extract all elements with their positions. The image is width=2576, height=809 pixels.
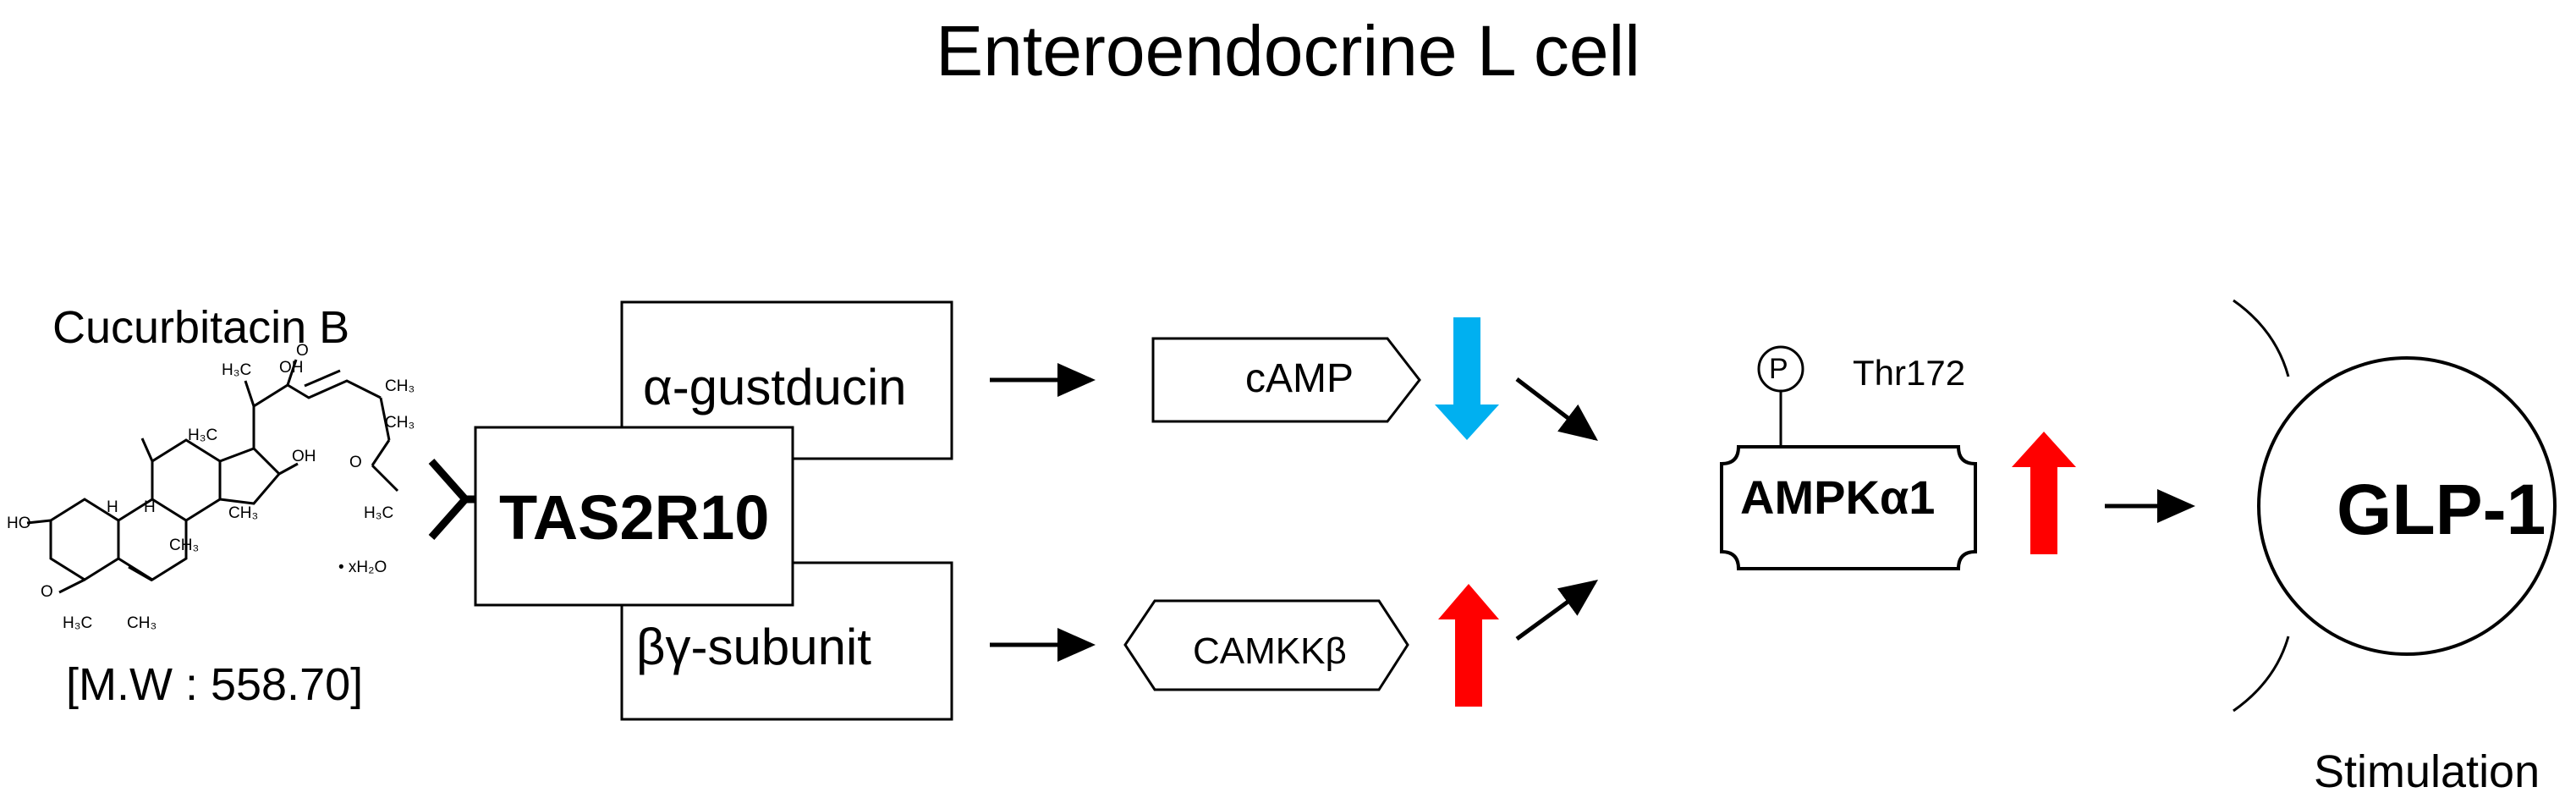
struct-label: CH₃ <box>127 614 157 632</box>
beta-gamma-label: βγ-subunit <box>636 619 871 675</box>
glp1-circle <box>2257 356 2557 656</box>
struct-label: H₃C <box>188 427 217 444</box>
struct-label: CH₃ <box>169 537 199 554</box>
struct-label: O <box>296 342 309 360</box>
camkk-shape <box>1123 599 1409 691</box>
molecular-weight: [M.W : 558.70] <box>66 659 364 710</box>
ampk-box <box>1720 445 1977 570</box>
camp-decrease-arrow <box>1435 317 1499 440</box>
page-title: Enteroendocrine L cell <box>936 11 1640 91</box>
struct-label: CH₃ <box>385 414 415 432</box>
struct-label: O <box>349 454 362 471</box>
ampk-increase-arrow <box>2012 432 2076 554</box>
arrow-camkk-to-ampk <box>1515 580 1599 641</box>
camp-shape <box>1151 337 1421 423</box>
struct-label: H₃C <box>364 504 393 522</box>
phospho-label: P <box>1769 353 1788 385</box>
camkk-increase-arrow <box>1438 584 1499 707</box>
struct-label: OH <box>279 359 304 377</box>
struct-label: CH₃ <box>228 504 258 522</box>
camkk-label: CAMKKβ <box>1193 630 1347 672</box>
arrow-camp-to-ampk <box>1515 377 1598 442</box>
tas2r10-box <box>474 426 794 607</box>
stimulation-label: Stimulation <box>2314 746 2540 797</box>
ampk-label: AMPKα1 <box>1740 471 1936 524</box>
glp1-label: GLP-1 <box>2337 470 2546 549</box>
struct-label: H₃C <box>63 614 92 632</box>
compound-name: Cucurbitacin B <box>52 302 350 353</box>
struct-label: H <box>107 498 118 516</box>
struct-label: • xH₂O <box>338 559 387 576</box>
tas2r10-label: TAS2R10 <box>499 482 770 553</box>
struct-label: H₃C <box>222 361 251 379</box>
alpha-gustducin-label: α-gustducin <box>643 359 907 416</box>
cucurbitacin-structure <box>26 359 399 594</box>
cell-membrane-top <box>2233 299 2290 377</box>
struct-label: OH <box>292 448 316 465</box>
struct-label: H <box>144 498 156 516</box>
camp-label: cAMP <box>1245 356 1354 401</box>
thr172-label: Thr172 <box>1853 353 1966 393</box>
struct-label: CH₃ <box>385 377 415 395</box>
ligand-binding-mark <box>428 459 471 540</box>
struct-label: HO <box>7 515 31 532</box>
cell-membrane-bottom <box>2233 636 2290 713</box>
struct-label: O <box>41 583 53 601</box>
